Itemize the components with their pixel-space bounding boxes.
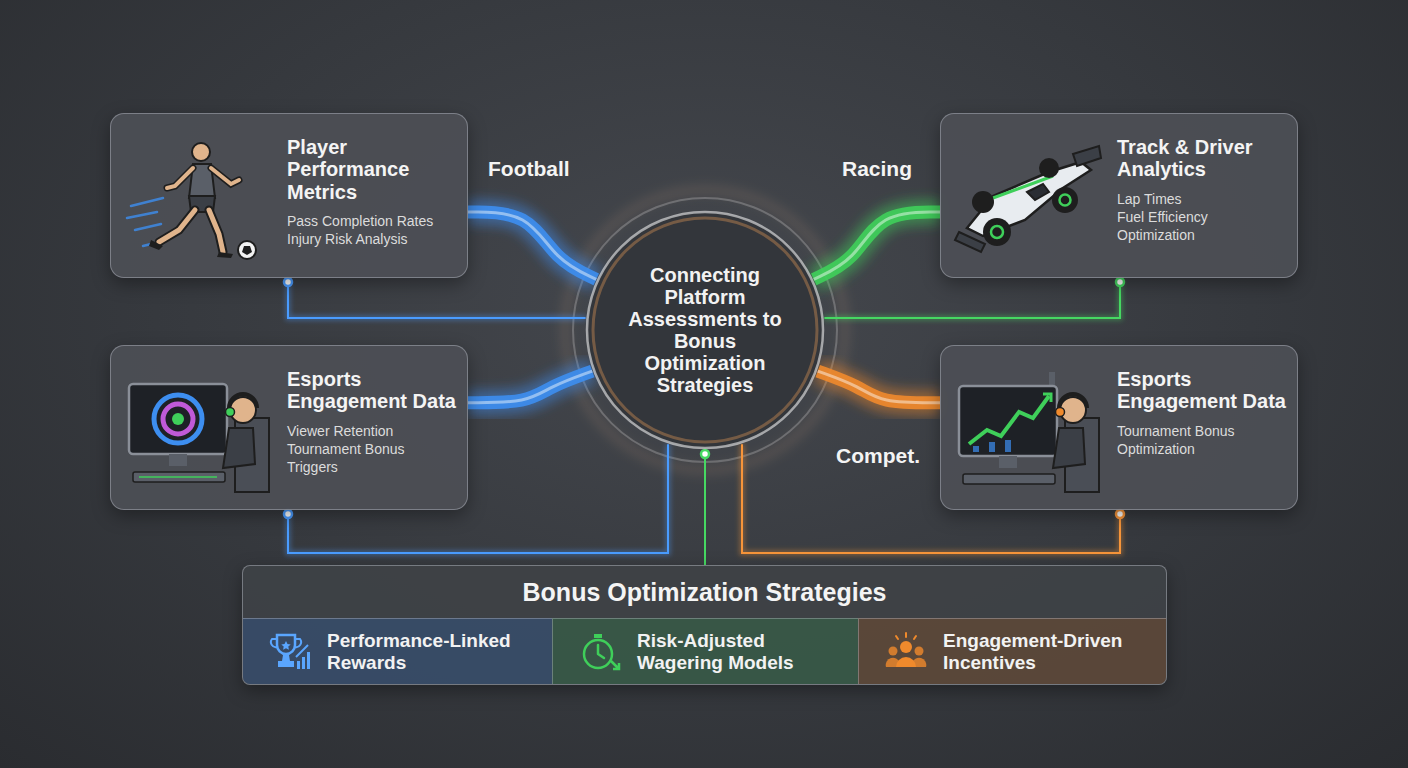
- metric-card: Player Performance MetricsPass Completio…: [110, 113, 468, 278]
- card-item: Injury Risk Analysis: [287, 230, 457, 248]
- line-endpoint: [701, 450, 709, 458]
- card-item: Tournament Bonus Optimization: [1117, 422, 1287, 458]
- line-core: [824, 278, 1120, 318]
- band-core: [468, 371, 592, 403]
- line-glow: [703, 450, 708, 565]
- strategy-label: Risk-Adjusted Wagering Models: [637, 630, 848, 673]
- hub-glow-ring: [565, 190, 845, 470]
- hub-inner-ring: [593, 218, 817, 442]
- connector-line: [284, 278, 586, 318]
- flow-band: [468, 371, 592, 403]
- line-endpoint: [1116, 278, 1124, 286]
- band-glow: [468, 371, 592, 403]
- connector-line: [824, 278, 1124, 318]
- hub-circle: Connecting Platform Assessments to Bonus…: [585, 210, 825, 450]
- band-glow: [818, 371, 940, 403]
- metric-card: Esports Engagement DataTournament Bonus …: [940, 345, 1298, 510]
- card-item: Lap Times: [1117, 190, 1287, 208]
- strategy-cell: Engagement-Driven Incentives: [858, 618, 1166, 684]
- esports-gamer-icon: [123, 368, 275, 496]
- band-glow: [468, 212, 596, 279]
- hub-fill: [587, 212, 823, 448]
- band-core: [814, 212, 940, 279]
- band-core: [468, 212, 596, 279]
- line-endpoint: [284, 510, 292, 518]
- band-glow: [814, 212, 940, 279]
- line-glow: [288, 278, 586, 318]
- line-glow: [824, 278, 1120, 318]
- card-heading: Track & Driver Analytics: [1117, 136, 1287, 181]
- line-endpoint: [1116, 510, 1124, 518]
- edge-label: Football: [488, 157, 570, 181]
- flow-band: [818, 371, 940, 403]
- card-item: Fuel Efficiency Optimization: [1117, 208, 1287, 244]
- band-highlight: [468, 212, 596, 279]
- strategy-cell: Risk-Adjusted Wagering Models: [552, 618, 858, 684]
- hub-outer-ring: [573, 198, 837, 462]
- esports-analytics-icon: [953, 368, 1105, 496]
- flow-band: [814, 212, 940, 279]
- football-player-icon: [123, 136, 275, 264]
- connector-line: [701, 450, 709, 565]
- line-core: [288, 278, 586, 318]
- card-item: Viewer Retention: [287, 422, 457, 440]
- card-item: Pass Completion Rates: [287, 212, 457, 230]
- strategy-label: Engagement-Driven Incentives: [943, 630, 1156, 673]
- band-highlight: [468, 371, 592, 403]
- strategy-panel: Bonus Optimization Strategies Performanc…: [242, 565, 1167, 685]
- strategy-cell: Performance-Linked Rewards: [243, 618, 552, 684]
- card-heading: Esports Engagement Data: [1117, 368, 1287, 413]
- stopwatch-icon: [579, 631, 621, 673]
- edge-label: Compet.: [836, 444, 920, 468]
- band-highlight: [818, 371, 940, 403]
- card-heading: Esports Engagement Data: [287, 368, 457, 413]
- flow-band: [468, 212, 596, 279]
- metric-card: Track & Driver AnalyticsLap TimesFuel Ef…: [940, 113, 1298, 278]
- trophy-icon: [269, 631, 311, 673]
- band-core: [818, 371, 940, 403]
- line-endpoint: [284, 278, 292, 286]
- edge-label: Racing: [842, 157, 912, 181]
- race-car-icon: [953, 136, 1105, 264]
- metric-card: Esports Engagement DataViewer RetentionT…: [110, 345, 468, 510]
- people-icon: [885, 631, 927, 673]
- strategy-label: Performance-Linked Rewards: [327, 630, 542, 673]
- card-heading: Player Performance Metrics: [287, 136, 457, 203]
- band-highlight: [814, 212, 940, 279]
- line-core: [704, 450, 706, 565]
- hub-title: Connecting Platform Assessments to Bonus…: [621, 264, 789, 396]
- panel-heading: Bonus Optimization Strategies: [243, 566, 1166, 618]
- card-item: Tournament Bonus Triggers: [287, 440, 457, 476]
